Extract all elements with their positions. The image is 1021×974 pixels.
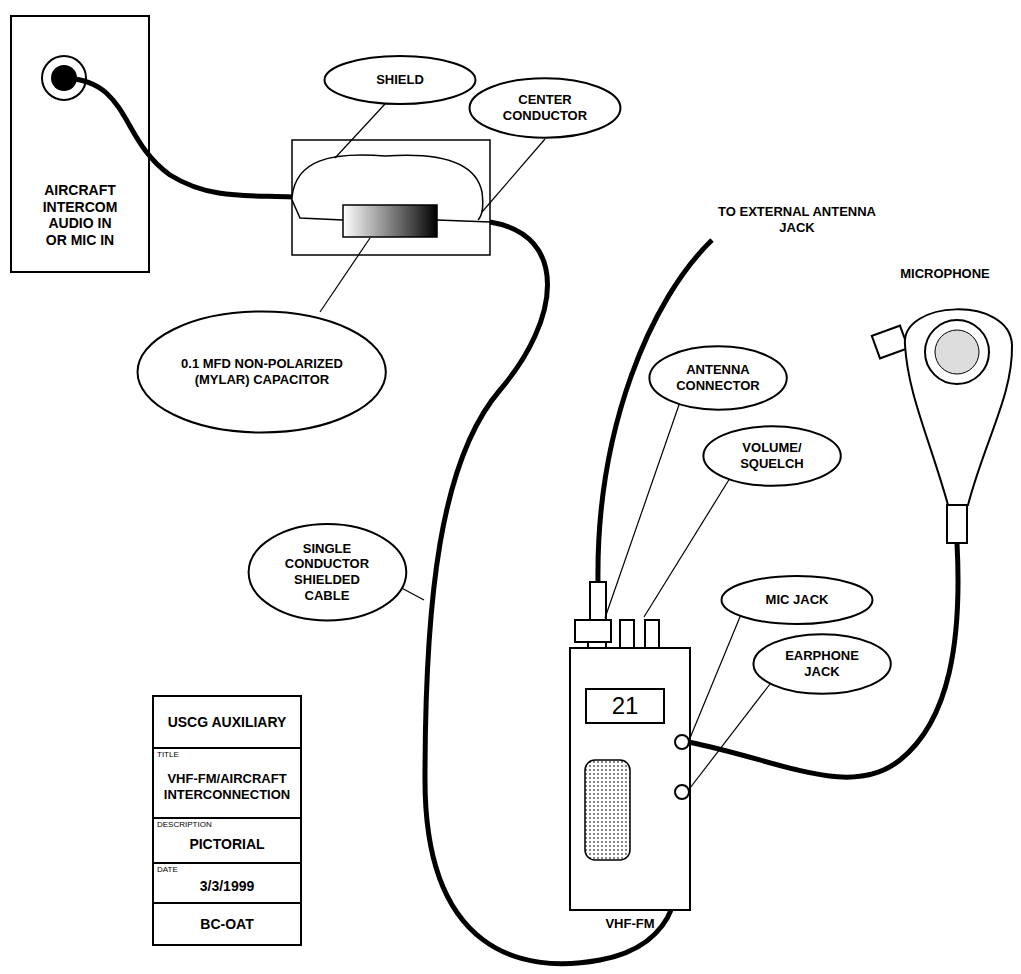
callout-text: VOLUME/ SQUELCH [727, 440, 817, 471]
speaker-grille [585, 760, 630, 860]
cable-destination: TO EXTERNAL ANTENNA JACK [712, 204, 882, 235]
center-conductor [437, 220, 490, 222]
callout-ellipse: VOLUME/ SQUELCH [702, 425, 842, 487]
radio-body [570, 648, 690, 910]
capacitor-symbol [343, 205, 437, 237]
part-name: VHF-FM [585, 916, 675, 932]
mic-grille [925, 320, 989, 384]
volume-knob [620, 620, 634, 648]
field-caption: DATE [157, 865, 178, 875]
shielded-cable [64, 78, 292, 197]
field-value: 3/3/1999 [158, 878, 296, 895]
cord-strain-relief [947, 505, 967, 543]
squelch-knob [645, 620, 659, 648]
box-text: AIRCRAFT INTERCOM AUDIO IN OR MIC IN [40, 182, 120, 249]
callout-ellipse: 0.1 MFD NON-POLARIZED (MYLAR) CAPACITOR [135, 309, 388, 435]
callout-text: EARPHONE JACK [777, 648, 867, 679]
microphone-body [905, 309, 1012, 505]
callout-text: ANTENNA CONNECTOR [673, 362, 763, 393]
leader-lines [320, 104, 770, 788]
splice-box [292, 140, 490, 255]
antenna-cable [598, 240, 712, 582]
callout-text: MIC JACK [747, 592, 847, 608]
mic-jack [675, 735, 689, 749]
callout-text: SINGLE CONDUCTOR SHIELDED CABLE [274, 541, 379, 603]
callout-ellipse: CENTER CONDUCTOR [468, 77, 622, 139]
antenna-collar [588, 642, 606, 648]
callout-text: CENTER CONDUCTOR [495, 92, 595, 123]
field-value: PICTORIAL [158, 836, 296, 853]
field-caption: TITLE [157, 750, 179, 760]
field-value: USCG AUXILIARY [158, 714, 296, 731]
title-block-row: DATE 3/3/1999 [154, 862, 300, 902]
label-area: AIRCRAFT INTERCOM AUDIO IN OR MIC IN [12, 182, 148, 249]
ptt-button [872, 326, 908, 359]
field-value: VHF-FM/AIRCRAFT INTERCONNECTION [158, 771, 296, 802]
callout-ellipse: ANTENNA CONNECTOR [648, 345, 788, 411]
channel-display: 21 [585, 688, 665, 724]
callout-ellipse: MIC JACK [720, 575, 874, 625]
earphone-jack [675, 785, 689, 799]
antenna-stub [590, 582, 606, 622]
field-caption: DESCRIPTION [157, 820, 212, 830]
intercom-box: AIRCRAFT INTERCOM AUDIO IN OR MIC IN [10, 15, 150, 273]
callout-text: SHIELD [350, 72, 450, 88]
mic-cable [688, 543, 958, 777]
callout-text: 0.1 MFD NON-POLARIZED (MYLAR) CAPACITOR [176, 356, 348, 387]
mic-element [935, 330, 979, 374]
title-block-row: TITLE VHF-FM/AIRCRAFT INTERCONNECTION [154, 747, 300, 817]
callout-ellipse: SHIELD [323, 55, 477, 105]
callout-ellipse: EARPHONE JACK [752, 633, 892, 695]
field-value: BC-OAT [158, 916, 296, 933]
title-block-row: BC-OAT [154, 902, 300, 944]
channel-number: 21 [612, 692, 639, 721]
part-name: MICROPHONE [875, 266, 1015, 282]
title-block-row: DESCRIPTION PICTORIAL [154, 817, 300, 862]
title-block-row: USCG AUXILIARY [154, 697, 300, 747]
antenna-connector [575, 620, 611, 642]
callout-ellipse: SINGLE CONDUCTOR SHIELDED CABLE [247, 522, 408, 622]
title-block: USCG AUXILIARY TITLE VHF-FM/AIRCRAFT INTER… [152, 695, 302, 946]
capacitor-lead [292, 200, 343, 220]
